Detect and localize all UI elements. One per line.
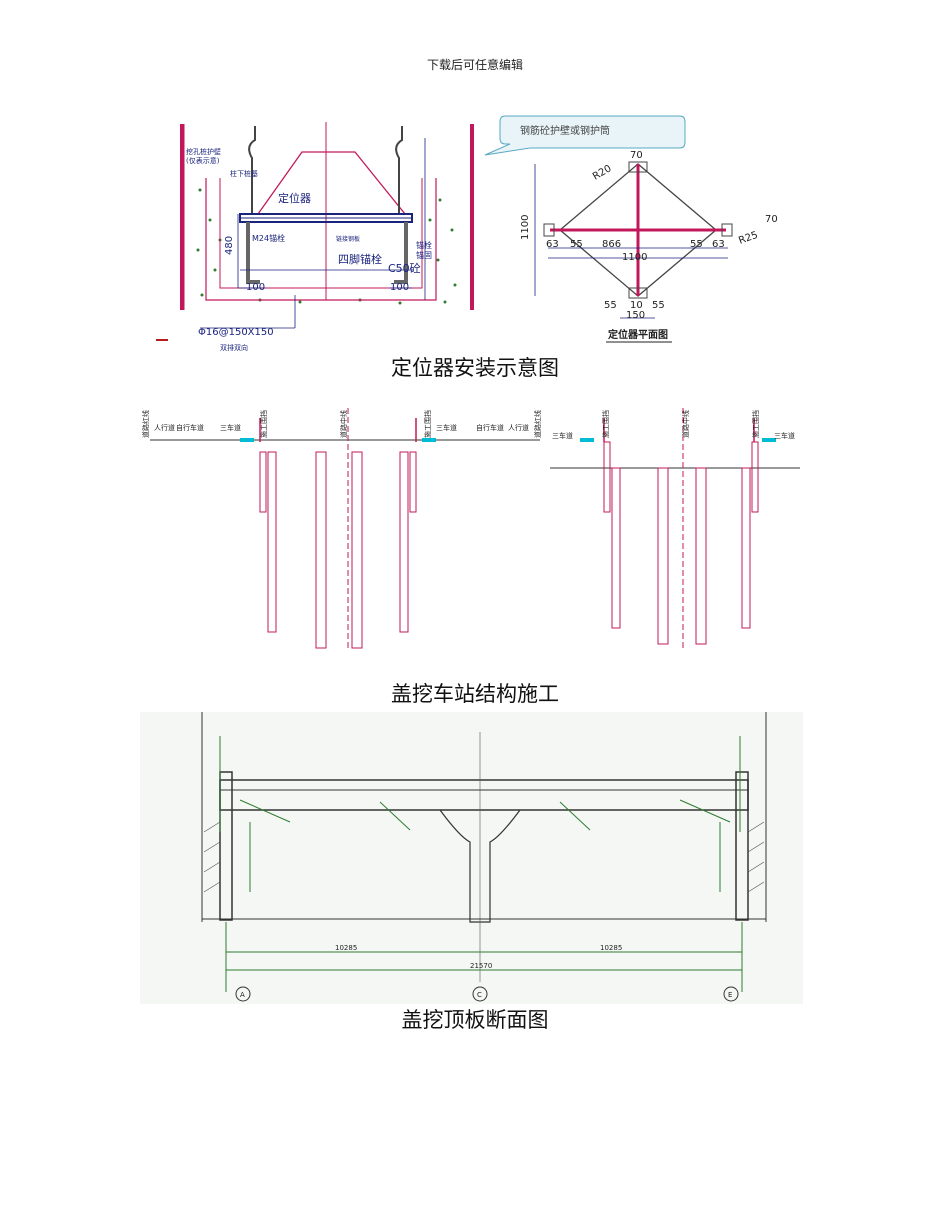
dim-55-d: 55 bbox=[652, 300, 665, 311]
roof-slab-section-figure: 21570 10285 10285 A C E bbox=[140, 712, 803, 1004]
lane-right-2: 三车道 bbox=[774, 431, 795, 440]
roof-slab-section-drawing: 21570 10285 10285 A C E bbox=[201, 712, 767, 1002]
road-center-left: 道路中线 bbox=[339, 410, 348, 438]
enclosure-right: 施工围挡 bbox=[423, 410, 432, 438]
figure1-caption: 定位器安装示意图 bbox=[391, 356, 559, 380]
dim-r25: R25 bbox=[737, 230, 759, 247]
axis-mid: C bbox=[477, 991, 482, 999]
lane-left-2: 三车道 bbox=[552, 431, 573, 440]
bolt-right bbox=[394, 222, 408, 284]
page-header: 下载后可任意编辑 bbox=[426, 58, 523, 72]
roof-slab bbox=[219, 779, 749, 811]
station-construction-drawing: 道路红线 人行道 自行车道 三车道 施工围挡 道路中线 施工围挡 三车道 自行车… bbox=[141, 408, 800, 649]
locator-installation-drawing: 挖孔桩护壁 (仅表示意) 柱下桩基 定位器 M24锚栓 链接钢板 四脚锚栓 锚栓… bbox=[156, 115, 778, 352]
dim-left: 10285 bbox=[335, 944, 357, 952]
dim-63-right: 63 bbox=[712, 239, 725, 250]
anchor-bolt-label: 锚栓 bbox=[416, 240, 432, 250]
axis-right: E bbox=[728, 991, 732, 999]
lane-right: 三车道 bbox=[436, 423, 457, 432]
dim-150: 150 bbox=[626, 310, 645, 321]
bike-lane-left: 自行车道 bbox=[176, 423, 204, 432]
dim-10: 10 bbox=[630, 300, 643, 311]
plan-title: 定位器平面图 bbox=[608, 328, 668, 341]
pile-wall-note: (仅表示意) bbox=[186, 156, 220, 165]
four-leg-bolt-label: 四脚锚栓 bbox=[338, 252, 382, 266]
enclosure-left: 施工围挡 bbox=[259, 410, 268, 438]
lane-left: 三车道 bbox=[220, 423, 241, 432]
dim-1100-horizontal: 1100 bbox=[622, 252, 647, 263]
sidewalk-left: 人行道 bbox=[154, 423, 175, 432]
column-pile-label: 柱下桩基 bbox=[230, 169, 258, 178]
enclosure-right-2: 施工围挡 bbox=[751, 410, 760, 438]
dim-1100-vertical: 1100 bbox=[520, 215, 531, 240]
dim-100-right: 100 bbox=[390, 282, 409, 293]
bike-lane-right: 自行车道 bbox=[476, 423, 504, 432]
dim-55-c: 55 bbox=[604, 300, 617, 311]
concrete-label: C50砼 bbox=[388, 262, 421, 275]
steel-plate-label: 链接钢板 bbox=[336, 235, 360, 243]
axis-left: A bbox=[240, 991, 245, 999]
pile-wall-label: 挖孔桩护壁 bbox=[186, 147, 221, 156]
dim-total: 21570 bbox=[470, 962, 492, 970]
bolt-left bbox=[246, 222, 260, 284]
dim-55-a: 55 bbox=[570, 239, 583, 250]
dim-63-left: 63 bbox=[546, 239, 559, 250]
dim-70-right: 70 bbox=[765, 214, 778, 225]
figure2-caption: 盖挖车站结构施工 bbox=[391, 682, 559, 706]
road-center-2: 道路中线 bbox=[681, 410, 690, 438]
road-edge-left: 道路红线 bbox=[141, 410, 150, 438]
dim-right: 10285 bbox=[600, 944, 622, 952]
dim-r20: R20 bbox=[591, 163, 614, 182]
m24-bolt-label: M24锚栓 bbox=[252, 233, 285, 243]
pile-wall-right bbox=[470, 124, 474, 310]
callout-bubble bbox=[484, 115, 686, 156]
dim-70-top: 70 bbox=[630, 150, 643, 161]
anchor-fix-label: 锚固 bbox=[416, 250, 432, 260]
callout-text: 钢筋砼护壁或钢护筒 bbox=[520, 124, 610, 137]
dim-866: 866 bbox=[602, 239, 621, 250]
road-edge-right: 道路红线 bbox=[533, 410, 542, 438]
rebar-note: 双排双向 bbox=[220, 343, 248, 352]
figure3-caption: 盖挖顶板断面图 bbox=[401, 1008, 549, 1032]
locator-installation-figure: 挖孔桩护壁 (仅表示意) 柱下桩基 定位器 M24锚栓 链接钢板 四脚锚栓 锚栓… bbox=[140, 110, 812, 352]
pile-wall-left bbox=[180, 124, 184, 310]
rebar-label: Φ16@150X150 bbox=[198, 327, 274, 338]
station-construction-figure: 道路红线 人行道 自行车道 三车道 施工围挡 道路中线 施工围挡 三车道 自行车… bbox=[140, 398, 812, 654]
enclosure-left-2: 施工围挡 bbox=[601, 410, 610, 438]
locator-label: 定位器 bbox=[278, 191, 311, 205]
dim-480: 480 bbox=[224, 236, 235, 255]
sidewalk-right: 人行道 bbox=[508, 423, 529, 432]
dim-100-left: 100 bbox=[246, 282, 265, 293]
dim-55-b: 55 bbox=[690, 239, 703, 250]
